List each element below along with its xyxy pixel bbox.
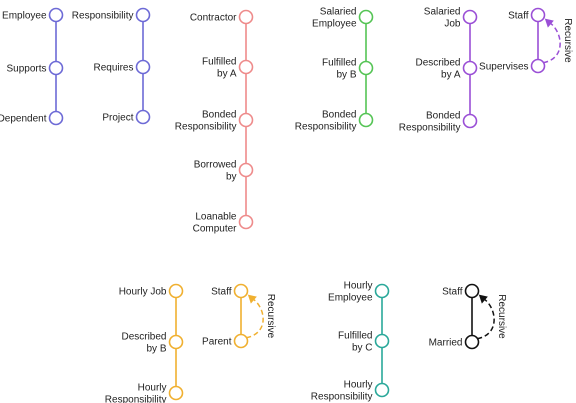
role-label: Salaried (320, 7, 357, 18)
role-label: Hourly (344, 281, 373, 292)
role-node-circle[interactable] (168, 283, 184, 299)
role-label: Project (102, 113, 133, 124)
role-label: Employee (312, 19, 357, 30)
recursive-bottom-label: Supervises (479, 62, 528, 73)
role-node-circle[interactable] (135, 59, 151, 75)
role-label: by C (352, 343, 373, 354)
role-label: Job (444, 19, 461, 30)
role-node-circle[interactable] (233, 333, 249, 349)
role-label: Salaried (424, 7, 461, 18)
recursive-tag-label: Recursive (562, 18, 573, 63)
role-label: Borrowed (194, 160, 237, 171)
recursive-loop-dashed (477, 296, 495, 340)
recursive-tag-label: Recursive (265, 294, 276, 339)
role-label: Responsibility (399, 123, 461, 134)
role-label: Bonded (426, 111, 460, 122)
role-node-circle[interactable] (135, 7, 151, 23)
role-label: Loanable (195, 212, 237, 223)
role-label: Bonded (322, 110, 356, 121)
role-label: Dependent (0, 114, 47, 125)
recursive-arrow-icon (478, 294, 488, 304)
role-label: Responsibility (311, 392, 373, 403)
role-node-circle[interactable] (135, 109, 151, 125)
role-label: Responsibility (72, 11, 134, 22)
role-node-circle[interactable] (358, 112, 374, 128)
role-label: Employee (2, 11, 47, 22)
role-node-circle[interactable] (238, 9, 254, 25)
role-node-circle[interactable] (238, 214, 254, 230)
role-label: Supports (6, 64, 46, 75)
role-label: by A (441, 70, 461, 81)
role-label: Hourly (344, 380, 373, 391)
role-label: Hourly Job (119, 287, 167, 298)
recursive-bottom-label: Parent (202, 337, 232, 348)
recursive-arrow-icon (247, 294, 257, 304)
role-node-circle[interactable] (238, 112, 254, 128)
role-node-circle[interactable] (238, 59, 254, 75)
role-label: Computer (193, 224, 238, 235)
role-node-circle[interactable] (374, 333, 390, 349)
role-label: Hourly (138, 383, 167, 394)
role-label: by B (146, 344, 166, 355)
recursive-tag-label: Recursive (496, 294, 507, 339)
role-label: Contractor (190, 13, 237, 24)
role-node-circle[interactable] (530, 58, 546, 74)
role-label: Fulfilled (322, 58, 356, 69)
role-label: by A (217, 69, 237, 80)
role-node-circle[interactable] (168, 385, 184, 401)
role-node-circle[interactable] (464, 334, 480, 350)
role-label: Fulfilled (338, 331, 372, 342)
role-node-circle[interactable] (48, 110, 64, 126)
role-node-circle[interactable] (374, 382, 390, 398)
role-node-circle[interactable] (462, 9, 478, 25)
recursive-top-label: Staff (508, 11, 529, 22)
role-label: Responsibility (295, 122, 357, 133)
role-node-circle[interactable] (358, 60, 374, 76)
role-node-circle[interactable] (168, 334, 184, 350)
role-node-circle[interactable] (374, 283, 390, 299)
role-node-circle[interactable] (462, 113, 478, 129)
recursive-loop-dashed (246, 296, 264, 339)
role-node-circle[interactable] (48, 7, 64, 23)
role-label: Fulfilled (202, 57, 236, 68)
role-label: Described (121, 332, 166, 343)
role-node-circle[interactable] (233, 283, 249, 299)
role-node-circle[interactable] (462, 60, 478, 76)
role-label: Responsibility (105, 395, 167, 403)
role-label: Requires (93, 63, 133, 74)
role-node-circle[interactable] (530, 7, 546, 23)
recursive-arrow-icon (544, 18, 554, 28)
role-label: by B (336, 70, 356, 81)
role-node-circle[interactable] (238, 162, 254, 178)
role-label: Responsibility (175, 122, 237, 133)
recursive-top-label: Staff (211, 287, 232, 298)
recursive-loop-dashed (543, 20, 561, 64)
role-node-circle[interactable] (464, 283, 480, 299)
role-node-circle[interactable] (48, 60, 64, 76)
role-label: by (226, 172, 237, 183)
role-label: Described (415, 58, 460, 69)
recursive-bottom-label: Married (429, 338, 463, 349)
recursive-top-label: Staff (442, 287, 463, 298)
role-label: Bonded (202, 110, 236, 121)
role-label: Employee (328, 293, 373, 304)
role-node-circle[interactable] (358, 9, 374, 25)
